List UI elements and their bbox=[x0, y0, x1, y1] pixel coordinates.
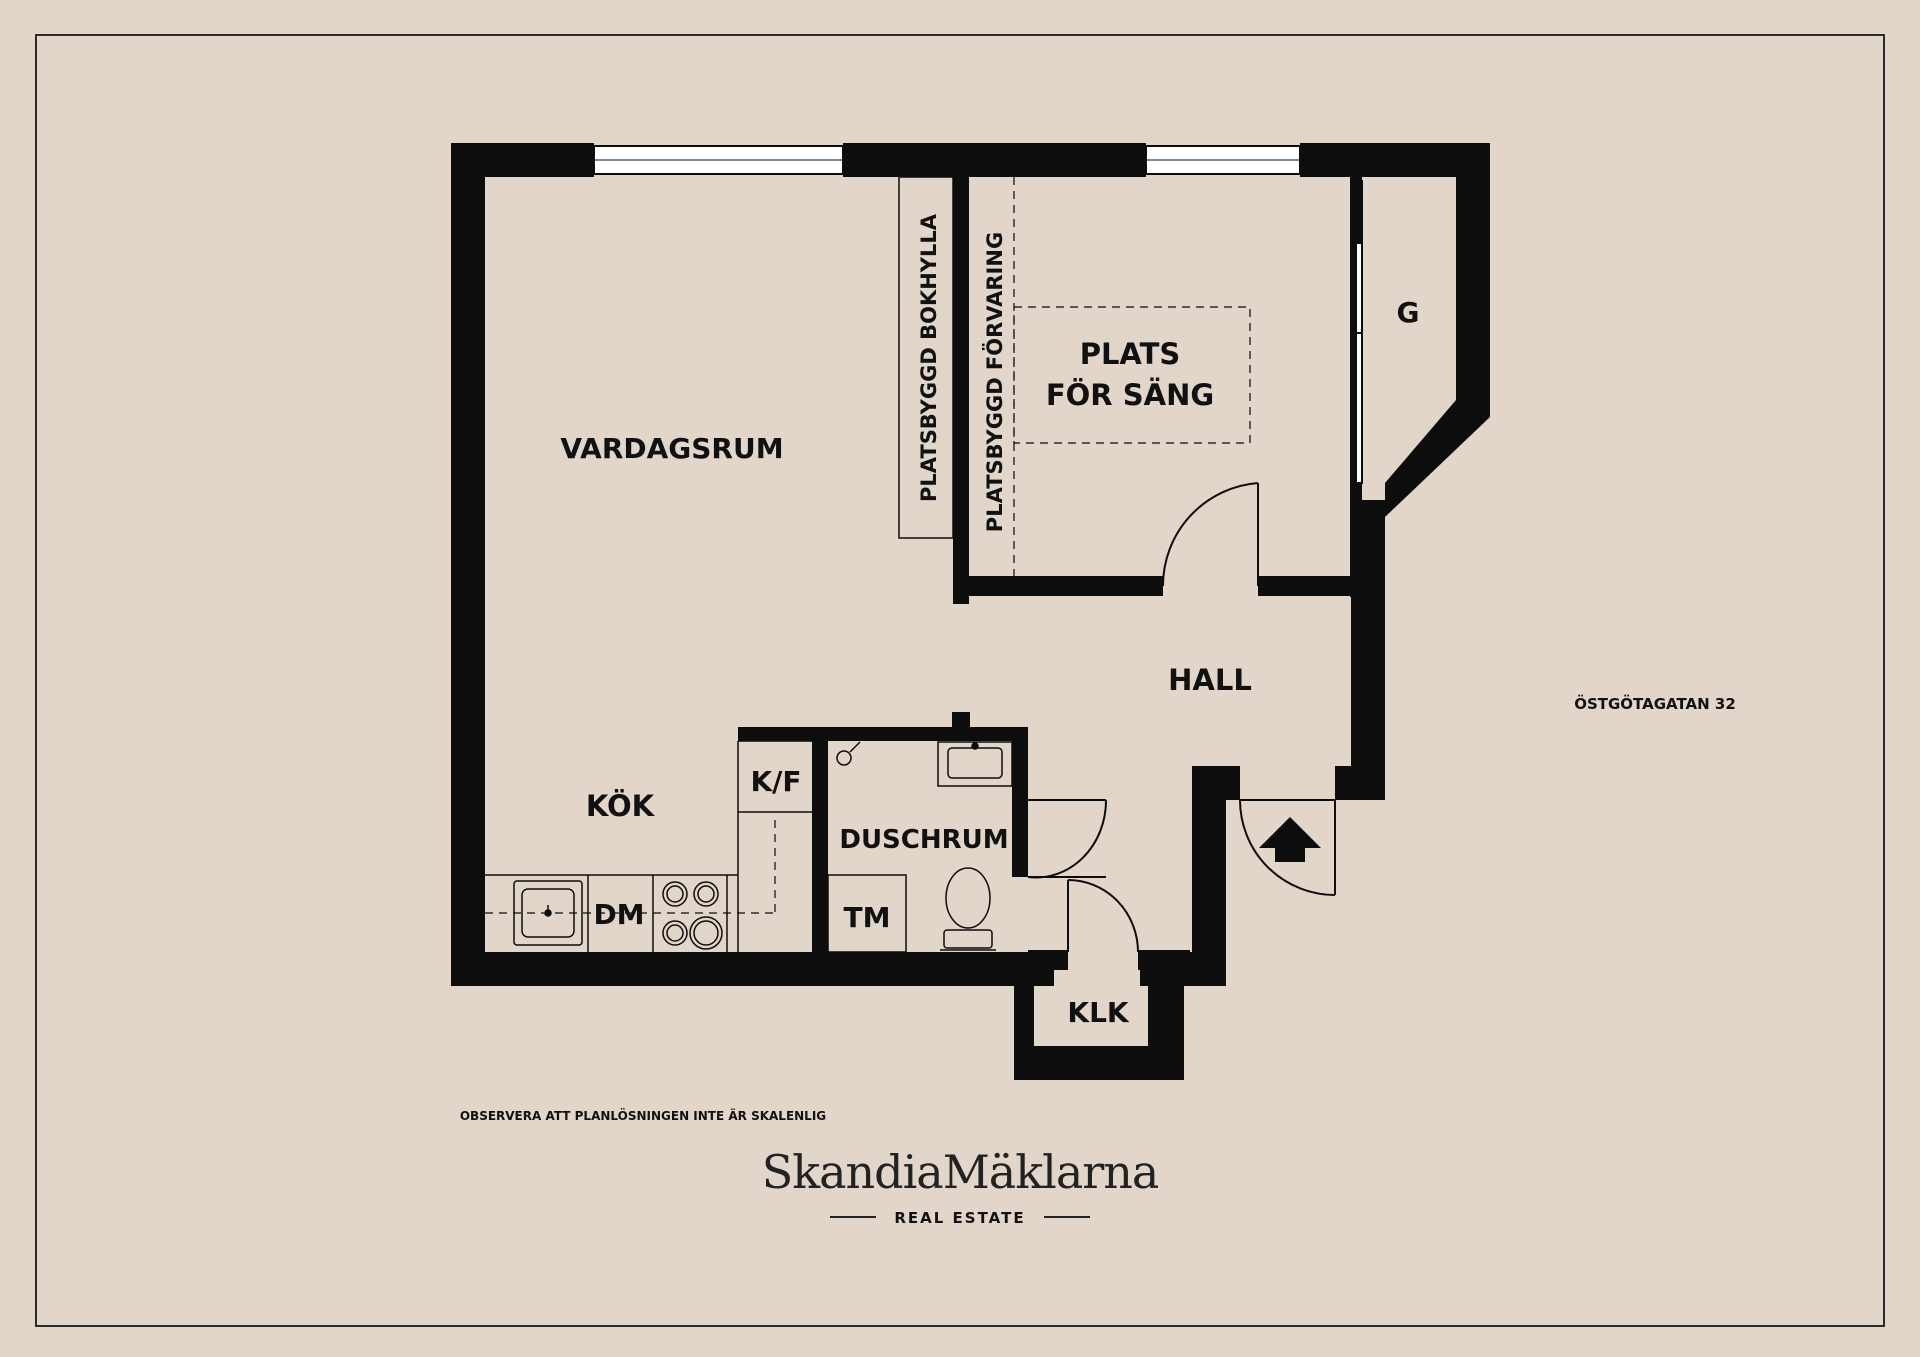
disclaimer-text: OBSERVERA ATT PLANLÖSNINGEN INTE ÄR SKAL… bbox=[460, 1108, 826, 1123]
label-bed-line2: FÖR SÄNG bbox=[1046, 378, 1214, 412]
label-dm: DM bbox=[593, 898, 644, 931]
bed-placement-outline bbox=[1013, 306, 1251, 444]
label-duschrum: DUSCHRUM bbox=[839, 825, 1008, 855]
page-frame bbox=[35, 34, 1885, 1327]
kitchen-counter bbox=[485, 740, 812, 952]
washbasin-icon bbox=[937, 741, 1013, 787]
windows bbox=[593, 145, 1301, 175]
arrow-up-icon bbox=[1259, 817, 1321, 862]
label-hall: HALL bbox=[1168, 663, 1252, 697]
label-bookshelf: PLATSBYGGD BOKHYLLA bbox=[917, 213, 941, 502]
room-labels: VARDAGSRUM KÖK K/F DM DUSCHRUM TM KLK HA… bbox=[560, 213, 1419, 1029]
bookshelf-outline bbox=[898, 176, 954, 539]
address-label: ÖSTGÖTAGATAN 32 bbox=[1574, 694, 1736, 713]
shower-head-icon bbox=[836, 741, 861, 766]
wardrobe-doors bbox=[1355, 180, 1363, 484]
label-storage: PLATSBYGGD FÖRVARING bbox=[982, 232, 1007, 532]
label-klk: KLK bbox=[1067, 996, 1130, 1029]
label-kf: K/F bbox=[750, 765, 801, 798]
logo-tagline: REAL ESTATE bbox=[894, 1209, 1025, 1227]
walls bbox=[451, 143, 1490, 1080]
label-tm: TM bbox=[844, 901, 891, 934]
doors bbox=[1027, 482, 1336, 953]
stove-icon bbox=[662, 881, 723, 950]
built-ins bbox=[898, 176, 1251, 576]
company-logo: SkandiaMäklarna REAL ESTATE bbox=[762, 1145, 1160, 1227]
sink-icon bbox=[513, 880, 583, 946]
label-kok: KÖK bbox=[586, 789, 656, 823]
toilet-icon bbox=[940, 867, 996, 951]
label-g: G bbox=[1397, 296, 1420, 329]
label-bed-line1: PLATS bbox=[1080, 337, 1181, 371]
bathroom-fixtures bbox=[827, 741, 1013, 953]
logo-name: SkandiaMäklarna bbox=[762, 1145, 1159, 1199]
label-vardagsrum: VARDAGSRUM bbox=[560, 432, 783, 465]
